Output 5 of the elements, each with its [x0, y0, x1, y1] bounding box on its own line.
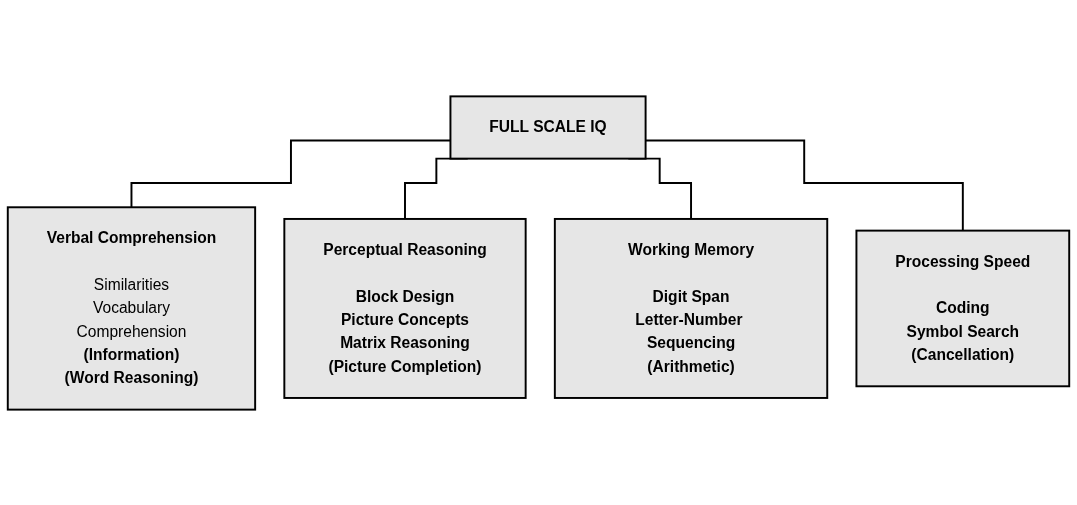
node-box: Perceptual Reasoning Block Design Picture Concepts Matrix Reasoning (Picture Completion) — [283, 217, 527, 399]
node-box: Processing Speed Coding Symbol Search (Cancellation) — [855, 229, 1071, 387]
node-box: Verbal Comprehension Similarities Vocabulary Comprehension (Information) (Word Reasoning) — [6, 205, 257, 411]
node-box: Working Memory Digit Span Letter-Number Sequencing (Arithmetic) — [553, 217, 829, 399]
node-box: FULL SCALE IQ — [449, 94, 647, 160]
